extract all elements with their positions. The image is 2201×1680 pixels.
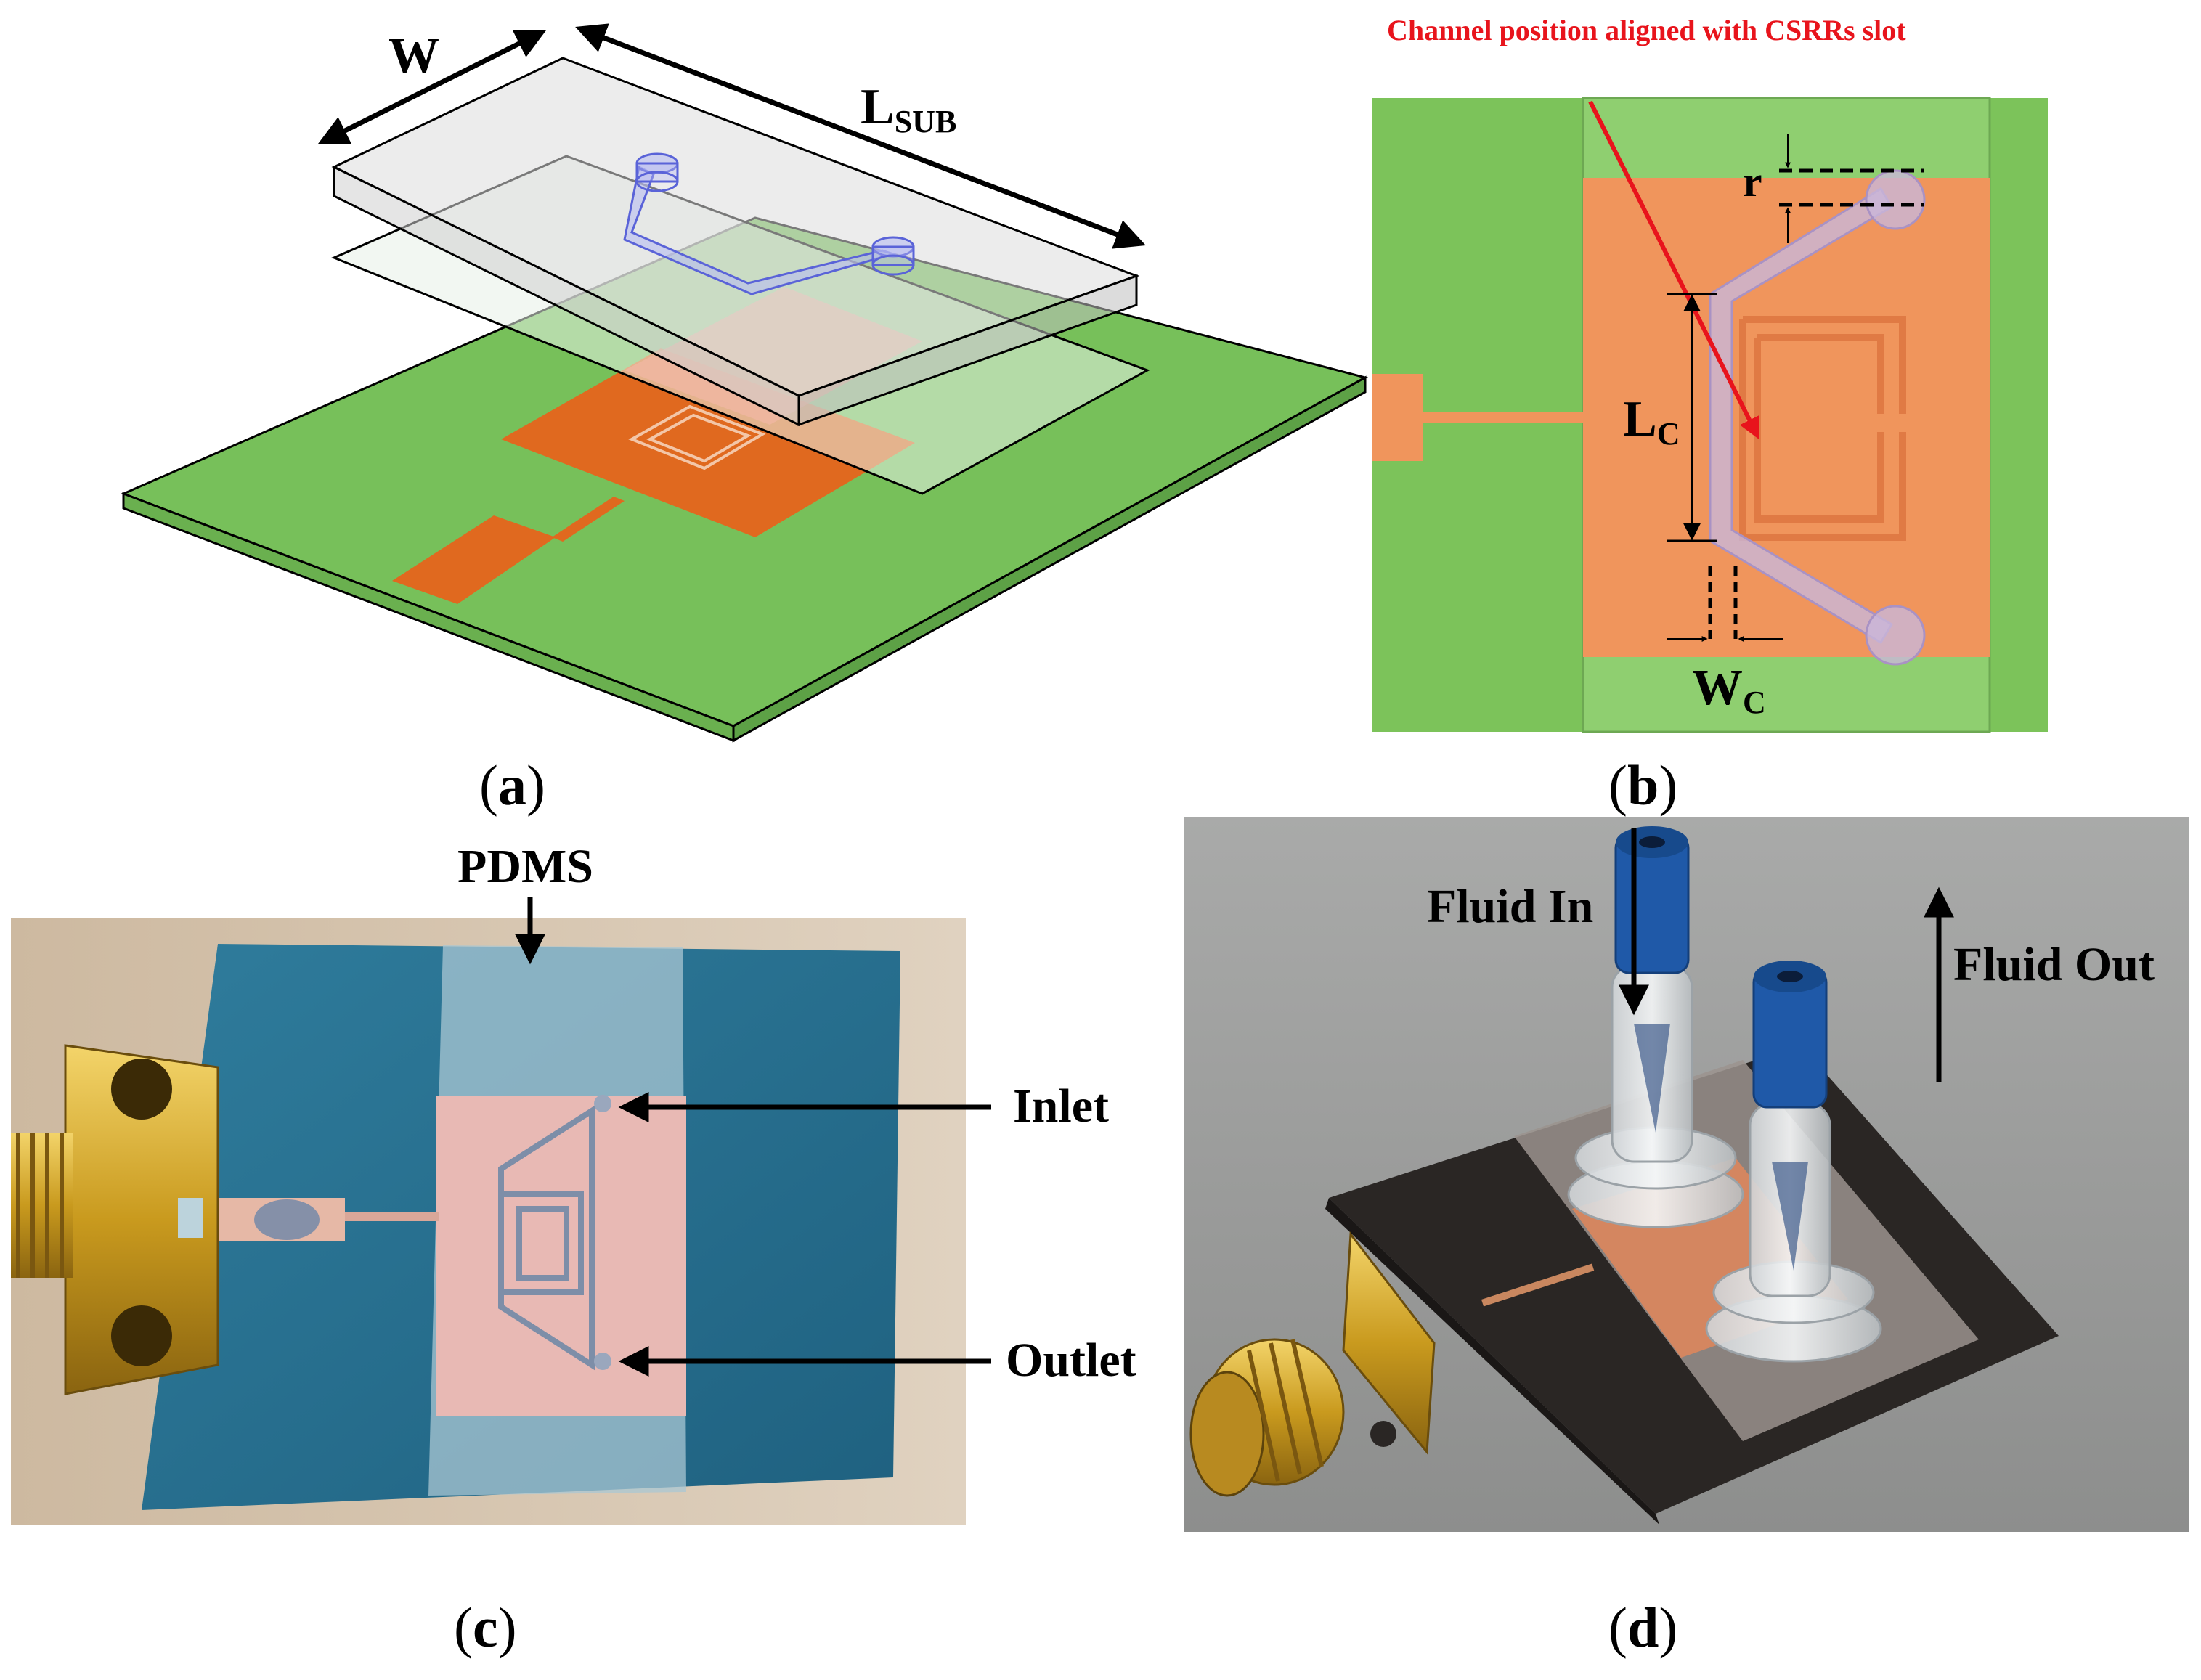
dark-board-edge (1325, 1198, 1659, 1525)
fluid-in-label: Fluid In (1427, 880, 1593, 933)
dim-wc (1667, 566, 1783, 642)
dim-r-label: r (1743, 158, 1762, 205)
feed-line (392, 515, 556, 604)
csrr-photo (498, 1105, 595, 1371)
dim-wc-label: WC (1692, 660, 1766, 720)
inlet-tube (1567, 826, 1744, 1228)
feed-narrow-line (552, 497, 625, 542)
feed-line-top-view (1423, 412, 1583, 423)
dim-w-arrow (317, 30, 547, 144)
pink-patch-photo (436, 1096, 686, 1416)
panel-d: Fluid In Fluid Out (d) (1184, 817, 2189, 1659)
pdms-block-right (797, 274, 1138, 427)
feed-top-view (1372, 374, 1423, 461)
pdms-label: PDMS (457, 840, 593, 893)
feed-line-narrow-photo (345, 1212, 439, 1221)
inlet-hole (594, 1095, 611, 1112)
dim-lsub-label: LSUB (861, 79, 956, 139)
red-alignment-arrow (1588, 100, 1759, 440)
outlet-tube (1705, 961, 1882, 1363)
patch-copper (501, 348, 915, 537)
panel-a: W LSUB (a) (121, 23, 1369, 817)
dim-lc (1667, 293, 1717, 542)
caption-b: (b) (1608, 754, 1677, 817)
outlet-hole (594, 1353, 611, 1370)
panel-b: Channel position aligned with CSRRs slot… (1372, 14, 2048, 817)
dim-r (1779, 134, 1924, 243)
feed-line-d (1481, 1263, 1595, 1307)
csrr-rings (628, 404, 766, 470)
panel-c: PDMS Inlet Outlet (c) (11, 840, 1136, 1659)
sma-connector-c (11, 1044, 320, 1395)
caption-c: (c) (454, 1596, 517, 1659)
dim-lsub-arrow (575, 23, 1146, 249)
inlet-label: Inlet (1013, 1080, 1109, 1133)
sma-connector-d (1189, 1231, 1436, 1497)
pcb-board-right (732, 375, 1367, 743)
dim-lc-label: LC (1623, 391, 1680, 452)
channel-note: Channel position aligned with CSRRs slot (1387, 14, 1906, 46)
outlet-label: Outlet (1006, 1334, 1136, 1387)
caption-a: (a) (479, 754, 545, 817)
fluid-out-label: Fluid Out (1953, 938, 2155, 991)
channel-top-view (1709, 169, 1926, 666)
caption-d: (d) (1608, 1596, 1677, 1659)
dim-w-label: W (388, 28, 439, 84)
